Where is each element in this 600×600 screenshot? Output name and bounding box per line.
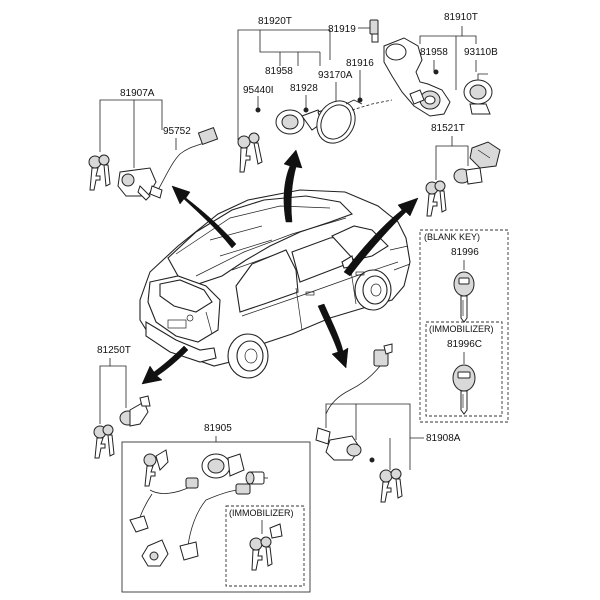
part-label-81958-a: 81958 [265,66,293,77]
part-label-81521T: 81521T [431,123,465,134]
cable-left-icon [129,477,199,533]
arrow-to-81907A [171,185,237,249]
arrow-to-81250T [141,345,189,385]
assembly-81521T: 81521T [425,123,501,217]
cylinder-icon [245,471,268,485]
cable-81908A-icon [325,343,393,415]
arrow-to-81521T [343,197,419,277]
arrow-to-81908A [317,303,349,369]
key-icon [237,132,263,173]
arrow-to-81920T [283,149,303,223]
part-label-81250T: 81250T [97,345,131,356]
key-icon [93,424,115,459]
arrows [141,149,419,385]
part-label-81919: 81919 [328,24,356,35]
lock-cylinder-icon [117,167,157,201]
door-lock-cylinder-icon [315,427,362,461]
part-label-81996: 81996 [451,247,479,258]
part-label-81958-b: 81958 [420,47,448,58]
key-icon [379,468,403,503]
front-wheel [354,269,392,311]
part-label-95752: 95752 [163,126,191,137]
tailgate-lock-icon [119,395,151,427]
ignition-switch-icon [463,73,493,115]
note-blank-key: (BLANK KEY) [424,232,480,242]
part-label-81910T: 81910T [444,12,478,23]
trim-cover-icon [469,141,501,169]
assembly-81905: 81905 [121,423,311,593]
immobilizer-key-icon [452,364,476,415]
cable-95752-icon [149,126,219,199]
part-label-81916: 81916 [346,58,374,69]
antenna-ring-icon [316,97,363,144]
immobilizer-key-set-icon [249,523,283,571]
key-icon [143,449,169,487]
key-icon [425,180,447,217]
rear-wheel [227,333,269,379]
steering-lock-housing-icon [383,37,451,117]
assembly-81910T: 81919 81910T 81958 93110B [328,12,498,117]
part-label-81928: 81928 [290,83,318,94]
part-label-95440I: 95440I [243,85,274,96]
assembly-81908A: 81908A [315,343,461,503]
blank-key-icon [453,271,475,323]
part-label-81907A: 81907A [120,88,155,99]
key-cylinder-81919-icon [369,19,379,43]
fuel-lid-cylinder-icon [453,167,483,185]
part-label-81920T: 81920T [258,16,292,27]
part-label-93170A: 93170A [318,70,353,81]
note-immobilizer-right: (IMMOBILIZER) [429,324,494,334]
part-label-81905: 81905 [204,423,232,434]
part-label-81996C: 81996C [447,339,482,350]
assembly-81907A: 81907A 95752 [88,88,219,201]
latch-icon [141,539,169,567]
keys-box: (BLANK KEY) 81996 (IMMOBILIZER) 81996C [419,229,509,423]
assembly-81250T: 81250T [93,345,151,459]
key-icon [88,154,111,191]
note-immobilizer-bottom: (IMMOBILIZER) [229,508,294,518]
vehicle-illustration [139,189,411,379]
part-label-93110B: 93110B [464,47,498,58]
part-label-81908A: 81908A [426,433,461,444]
cable-center-icon [179,483,251,561]
lock-assembly-icon [201,453,245,479]
assembly-81920T: 81920T 81958 81916 93170A 95440I 81928 [237,16,393,173]
